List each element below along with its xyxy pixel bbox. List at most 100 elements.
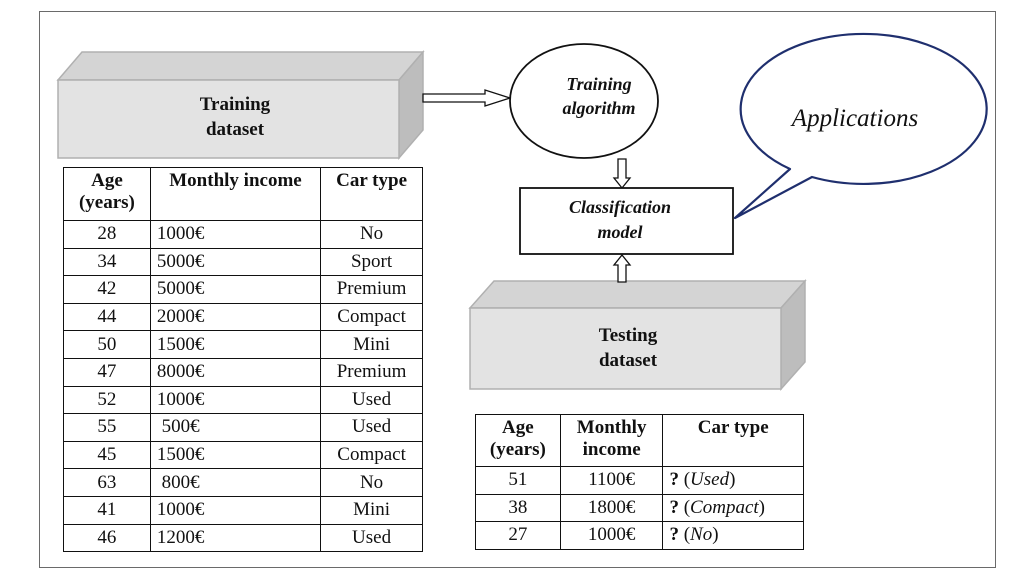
unknown-mark: ? xyxy=(669,524,679,546)
testing-cell-age: 27 xyxy=(475,521,561,550)
testing-cell-age: 38 xyxy=(475,493,561,523)
applications-label: Applications xyxy=(791,105,919,132)
training-cell-car-type: Mini xyxy=(320,495,423,525)
training-cell-income: 500€ xyxy=(149,413,322,442)
testing-cell-car-type: ? (No) xyxy=(662,521,804,550)
training-cell-income: 1000€ xyxy=(149,220,322,249)
training-cell-age: 52 xyxy=(63,385,151,415)
training-cell-age: 50 xyxy=(63,330,151,359)
paren-close: ) xyxy=(712,524,719,546)
training-cell-age: 44 xyxy=(63,302,151,332)
training-cell-income: 1000€ xyxy=(149,385,322,415)
training-cell-car-type: Sport xyxy=(320,247,423,277)
training-dataset-label-line1: Training xyxy=(199,94,271,115)
training-cell-car-type: Used xyxy=(320,523,423,553)
testing-cell-income: 1000€ xyxy=(559,521,664,550)
training-algorithm-label-line1: Training xyxy=(566,74,632,94)
training-cell-age: 47 xyxy=(63,357,151,387)
applications-callout xyxy=(733,32,988,220)
training-cell-car-type: Mini xyxy=(320,330,423,359)
training-cell-income: 5000€ xyxy=(149,275,322,304)
classification-model-label-line2: model xyxy=(597,222,643,242)
training-cell-income: 1500€ xyxy=(149,440,322,470)
training-cell-age: 34 xyxy=(63,247,151,277)
paren-close: ) xyxy=(758,496,765,518)
testing-cell-income: 1100€ xyxy=(559,466,664,495)
training-header-car-type: Car type xyxy=(320,167,423,221)
training-algorithm-label: Training algorithm xyxy=(534,72,664,120)
table-row: 55 500€Used xyxy=(63,413,423,442)
training-cell-income: 800€ xyxy=(149,468,322,497)
paren-open: ( xyxy=(678,524,691,546)
training-cell-age: 45 xyxy=(63,440,151,470)
training-cell-age: 46 xyxy=(63,523,151,553)
training-dataset-label: Training dataset xyxy=(160,92,310,142)
testing-table-header: Age (years) Monthly income Car type xyxy=(475,414,804,467)
training-cell-age: 55 xyxy=(63,413,151,442)
expected-label: No xyxy=(690,524,713,546)
training-cell-car-type: Used xyxy=(320,385,423,415)
unknown-mark: ? xyxy=(669,496,679,518)
diagram-frame xyxy=(39,11,996,568)
testing-dataset-label-line1: Testing xyxy=(598,325,658,346)
training-cell-age: 41 xyxy=(63,495,151,525)
arrow-to-model xyxy=(612,158,632,190)
paren-open: ( xyxy=(678,496,691,518)
testing-header-car-type: Car type xyxy=(662,414,804,467)
training-header-income: Monthly income xyxy=(149,167,322,221)
training-dataset-label-line2: dataset xyxy=(205,119,265,140)
arrow-from-testing xyxy=(612,253,632,283)
training-table-header: Age (years) Monthly income Car type xyxy=(63,167,423,221)
training-cell-age: 42 xyxy=(63,275,151,304)
testing-cell-income: 1800€ xyxy=(559,493,664,523)
paren-open: ( xyxy=(678,469,691,491)
training-cell-car-type: Premium xyxy=(320,357,423,387)
training-cell-age: 28 xyxy=(63,220,151,249)
classification-model-label-line1: Classification xyxy=(568,197,671,217)
testing-cell-car-type: ? (Compact) xyxy=(662,493,804,523)
training-dataset-box xyxy=(56,49,425,161)
classification-model-box xyxy=(519,187,734,255)
training-cell-car-type: Compact xyxy=(320,302,423,332)
testing-dataset-box xyxy=(468,279,807,391)
testing-header-age: Age (years) xyxy=(475,414,561,467)
training-cell-car-type: Premium xyxy=(320,275,423,304)
paren-close: ) xyxy=(729,469,736,491)
unknown-mark: ? xyxy=(669,469,679,491)
training-cell-income: 1500€ xyxy=(149,330,322,359)
training-cell-car-type: No xyxy=(320,468,423,497)
testing-dataset-label-line2: dataset xyxy=(598,350,658,371)
testing-cell-car-type: ? (Used) xyxy=(662,466,804,495)
arrow-to-algorithm xyxy=(422,89,513,107)
testing-cell-age: 51 xyxy=(475,466,561,495)
testing-dataset-label: Testing dataset xyxy=(553,323,703,373)
training-cell-car-type: Compact xyxy=(320,440,423,470)
table-row: 63 800€No xyxy=(63,468,423,497)
training-cell-car-type: No xyxy=(320,220,423,249)
training-algorithm-label-line2: algorithm xyxy=(562,98,636,118)
training-cell-income: 8000€ xyxy=(149,357,322,387)
expected-label: Compact xyxy=(690,496,759,518)
training-cell-income: 2000€ xyxy=(149,302,322,332)
testing-header-income: Monthly income xyxy=(559,414,664,467)
training-algorithm-ellipse xyxy=(509,43,659,159)
expected-label: Used xyxy=(690,469,730,491)
classification-model-label: Classification model xyxy=(520,195,720,245)
training-cell-age: 63 xyxy=(63,468,151,497)
